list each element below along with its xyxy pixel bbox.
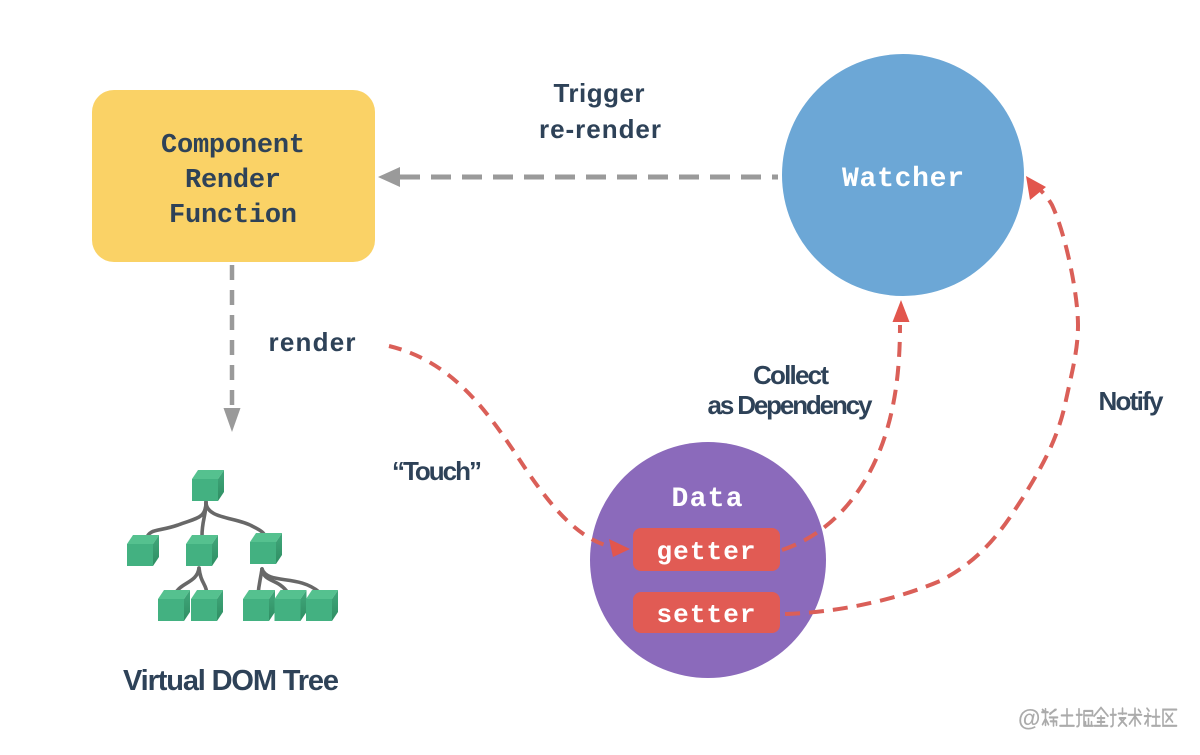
svg-text:Watcher: Watcher (842, 164, 964, 195)
svg-text:render: render (269, 327, 356, 357)
svg-text:setter: setter (657, 600, 756, 630)
svg-text:as Dependency: as Dependency (708, 390, 874, 420)
svg-text:Function: Function (169, 201, 297, 231)
svg-text:re-render: re-render (539, 114, 661, 144)
svg-text:Collect: Collect (753, 360, 829, 390)
svg-text:Virtual DOM Tree: Virtual DOM Tree (123, 665, 339, 697)
svg-text:Component: Component (161, 131, 305, 161)
svg-text:Data: Data (672, 484, 743, 515)
svg-text:@: @ (1018, 705, 1040, 731)
svg-text:getter: getter (657, 537, 756, 567)
svg-text:Trigger: Trigger (554, 78, 645, 108)
svg-text:“Touch”: “Touch” (392, 456, 482, 486)
svg-text:Notify: Notify (1099, 386, 1165, 416)
svg-text:Render: Render (185, 166, 281, 196)
